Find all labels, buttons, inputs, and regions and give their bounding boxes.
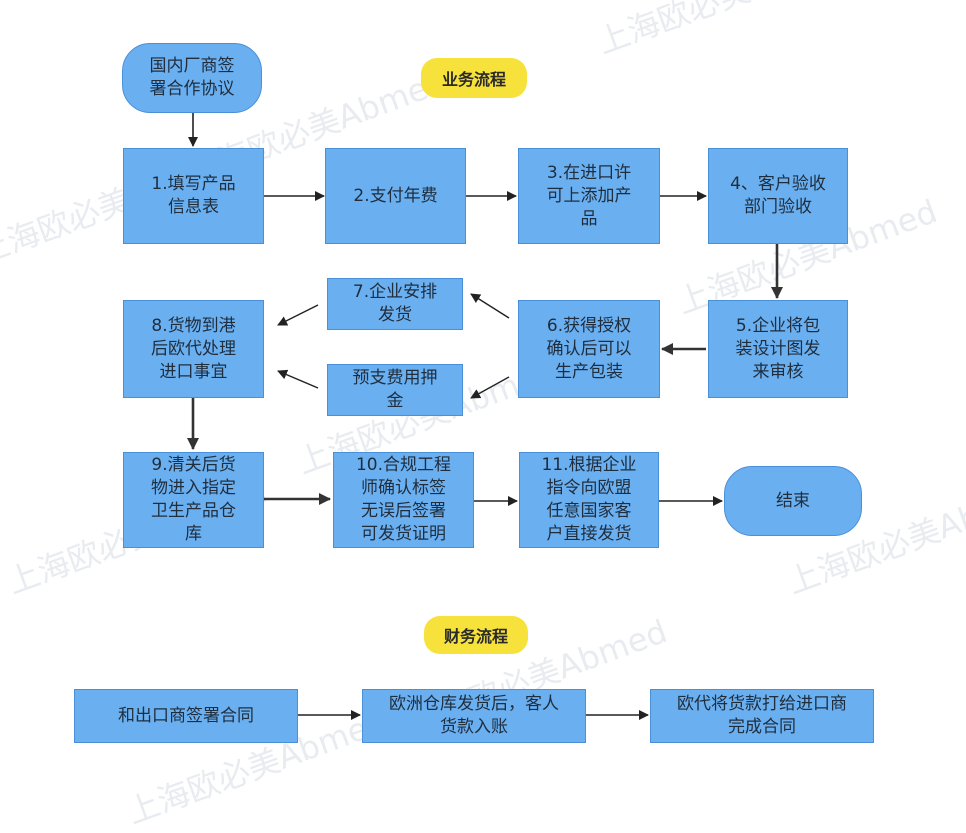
arrow-n6-n7b xyxy=(470,376,510,399)
finance-step-3-node: 欧代将货款打给进口商 完成合同 xyxy=(650,689,874,743)
finance-step-2-node: 欧洲仓库发货后，客人 货款入账 xyxy=(362,689,586,743)
finance-step-1-node: 和出口商签署合同 xyxy=(74,689,298,743)
step-5-node: 5.企业将包 装设计图发 来审核 xyxy=(708,300,848,398)
connector-layer xyxy=(187,112,783,720)
finance-flow-title: 财务流程 xyxy=(424,616,528,654)
arrow-n6-n7 xyxy=(470,293,510,319)
step-6-node: 6.获得授权 确认后可以 生产包装 xyxy=(518,300,660,398)
business-flow-title: 业务流程 xyxy=(421,58,527,98)
step-2-node: 2.支付年费 xyxy=(325,148,466,244)
deposit-node: 预支费用押 金 xyxy=(327,364,463,416)
end-node: 结束 xyxy=(724,466,862,536)
step-4-node: 4、客户验收 部门验收 xyxy=(708,148,848,244)
step-3-node: 3.在进口许 可上添加产 品 xyxy=(518,148,660,244)
step-9-node: 9.清关后货 物进入指定 卫生产品仓 库 xyxy=(123,452,264,548)
step-1-node: 1.填写产品 信息表 xyxy=(123,148,264,244)
arrow-n7b-n8 xyxy=(277,369,319,389)
start-node: 国内厂商签 署合作协议 xyxy=(122,43,262,113)
step-7-node: 7.企业安排 发货 xyxy=(327,278,463,330)
step-10-node: 10.合规工程 师确认标签 无误后签署 可发货证明 xyxy=(333,452,474,548)
arrow-n7-n8 xyxy=(277,304,319,326)
step-11-node: 11.根据企业 指令向欧盟 任意国家客 户直接发货 xyxy=(519,452,659,548)
step-8-node: 8.货物到港 后欧代处理 进口事宜 xyxy=(123,300,264,398)
